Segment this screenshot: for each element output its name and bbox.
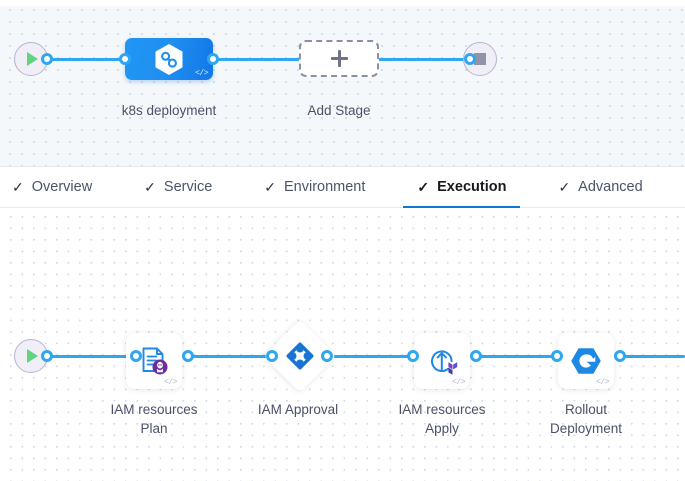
code-badge-icon: </> (195, 69, 208, 78)
edge-apply-to-rollout (476, 355, 557, 358)
stage-label-k8s-deployment: k8s deployment (121, 103, 217, 118)
edge-start-to-plan (44, 355, 136, 358)
tab-execution[interactable]: ✓ Execution (403, 167, 521, 209)
execution-start-node[interactable] (14, 339, 48, 373)
plus-icon (330, 50, 348, 67)
code-badge-icon: </> (596, 378, 609, 387)
step-label-rollout-deployment: Rollout Deployment (549, 402, 623, 436)
port-approval-in[interactable] (266, 350, 278, 362)
pipeline-stage-canvas[interactable]: </> k8s deployment Add Stage (0, 0, 685, 167)
edge-start-to-stage (44, 58, 126, 61)
tab-label: Environment (284, 179, 366, 195)
edge-rollout-to-next (620, 355, 685, 358)
step-label-iam-resources-plan: IAM resources Plan (110, 402, 198, 436)
tab-label: Advanced (578, 179, 643, 195)
port-plan-out[interactable] (182, 350, 194, 362)
edge-add-to-end (377, 58, 468, 61)
check-icon: ✓ (264, 179, 276, 195)
port-rollout-in[interactable] (551, 350, 563, 362)
edge-stage-to-add (213, 58, 301, 61)
play-icon (27, 349, 38, 363)
tab-service[interactable]: ✓ Service (130, 167, 226, 208)
rollout-hexagon-icon (569, 345, 603, 377)
stage-config-tabbar: ✓ Overview ✓ Service ✓ Environment ✓ Exe… (0, 167, 685, 209)
code-badge-icon: </> (452, 378, 465, 387)
edge-approval-to-apply (327, 355, 413, 358)
hexagon-infinity-icon (154, 43, 184, 76)
tab-label: Service (163, 179, 213, 195)
step-label-iam-approval: IAM Approval (257, 402, 339, 417)
stage-node-k8s-deployment[interactable]: </> (125, 38, 213, 80)
port-stage-in[interactable] (119, 53, 131, 65)
tab-overview[interactable]: ✓ Overview (0, 167, 106, 208)
tab-label: Execution (437, 179, 507, 195)
port-approval-out[interactable] (321, 350, 333, 362)
check-icon: ✓ (417, 179, 430, 195)
step-node-iam-resources-plan[interactable]: </> (126, 333, 182, 389)
port-exec-start-out[interactable] (41, 350, 53, 362)
port-apply-in[interactable] (407, 350, 419, 362)
port-start-out[interactable] (41, 53, 53, 65)
step-node-iam-resources-apply[interactable]: </> (414, 333, 470, 389)
check-icon: ✓ (558, 179, 571, 195)
edge-plan-to-approval (188, 355, 272, 358)
tab-advanced[interactable]: ✓ Advanced (544, 167, 656, 208)
step-node-rollout-deployment[interactable]: </> (558, 333, 614, 389)
check-icon: ✓ (12, 179, 24, 195)
tab-label: Overview (31, 179, 93, 195)
terraform-plan-document-icon (137, 344, 171, 378)
execution-steps-canvas[interactable]: </> IAM resources Plan IAM Approval (0, 208, 685, 481)
step-label-iam-resources-apply: IAM resources Apply (398, 402, 486, 436)
port-rollout-out[interactable] (614, 350, 626, 362)
port-plan-in[interactable] (130, 350, 142, 362)
port-stage-out[interactable] (207, 53, 219, 65)
terraform-apply-icon (425, 344, 459, 378)
add-stage-label: Add Stage (307, 103, 371, 118)
check-icon: ✓ (144, 179, 156, 195)
add-stage-button[interactable] (299, 40, 379, 77)
port-apply-out[interactable] (470, 350, 482, 362)
stop-icon (474, 53, 486, 65)
tab-environment[interactable]: ✓ Environment (250, 167, 379, 208)
code-badge-icon: </> (164, 378, 177, 387)
port-end-in[interactable] (464, 53, 476, 65)
play-icon (27, 52, 38, 66)
